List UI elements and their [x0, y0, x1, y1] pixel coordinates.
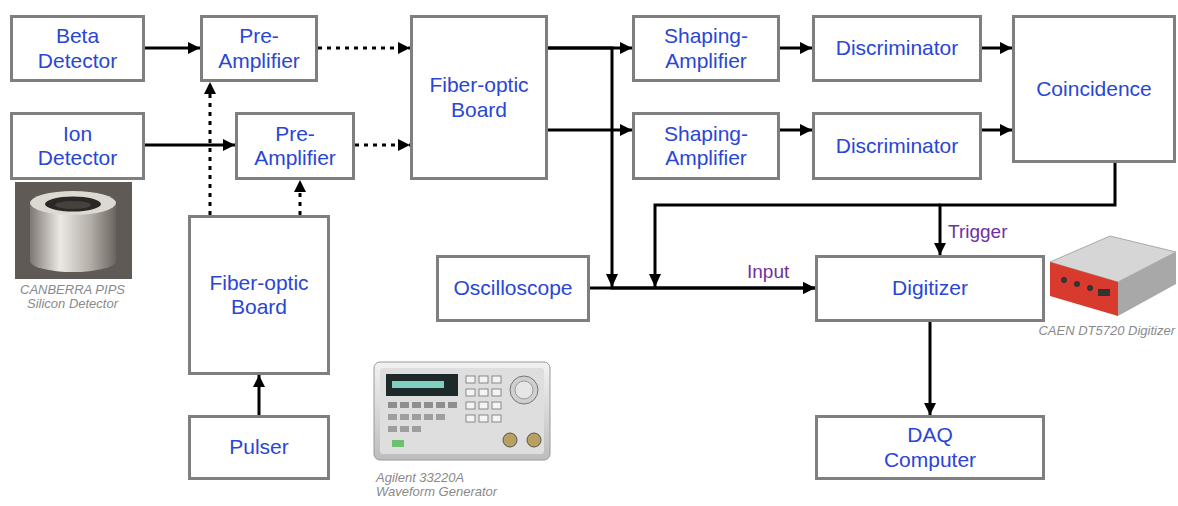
connector-line: [929, 322, 932, 415]
signal-connector: [780, 48, 812, 49]
process-box: Shaping- Amplifier: [632, 112, 780, 180]
process-box: Fiber-optic Board: [410, 15, 548, 180]
process-box: Oscilloscope: [436, 255, 590, 322]
signal-connector: [259, 375, 260, 415]
waveform-generator-photo: [374, 362, 550, 460]
signal-connector: [780, 130, 812, 131]
signal-label: Trigger: [946, 222, 1009, 242]
connector-line: [145, 47, 200, 50]
signal-connector: [145, 48, 200, 49]
box-text-group: Shaping- Amplifier: [646, 24, 766, 72]
box-text-group: Pulser: [229, 435, 289, 459]
box-text-group: DAQ Computer: [870, 423, 990, 471]
photo-caption: CANBERRA PIPS Silicon Detector: [10, 283, 135, 311]
box-text-group: Fiber-optic Board: [199, 271, 319, 319]
box-label: Pre- Amplifier: [209, 24, 309, 72]
process-box: Pulser: [188, 415, 330, 480]
box-label: Shaping- Amplifier: [646, 122, 766, 170]
connector-line: [548, 48, 815, 288]
process-box: Ion Detector: [10, 112, 145, 180]
connector-line: [209, 82, 212, 215]
box-label: Discriminator: [836, 134, 959, 158]
photo-caption: Agilent 33220A Waveform Generator: [376, 471, 506, 499]
signal-connector: [548, 48, 815, 288]
process-box: Discriminator: [812, 112, 982, 180]
connector-line: [590, 287, 815, 290]
merge-arrowhead: [606, 274, 618, 287]
box-text-group: Coincidence: [1036, 77, 1152, 101]
box-text-group: Fiber-optic Board: [419, 73, 539, 121]
signal-connector: [590, 288, 815, 289]
signal-connector: [548, 130, 632, 131]
box-text-group: Shaping- Amplifier: [646, 122, 766, 170]
connector-line: [258, 375, 261, 415]
process-box: Fiber-optic Board: [188, 215, 330, 375]
photo-caption: CAEN DT5720 Digitizer: [1038, 324, 1175, 338]
connector-line: [780, 47, 812, 50]
box-label: Discriminator: [836, 36, 959, 60]
box-label: Oscilloscope: [453, 276, 572, 300]
connector-line: [355, 144, 410, 147]
box-label: Pulser: [229, 435, 289, 459]
signal-connector: [145, 145, 235, 146]
box-text-group: Oscilloscope: [453, 276, 572, 300]
connector-line: [982, 47, 1012, 50]
box-text-group: Ion Detector: [28, 122, 128, 170]
connector-line: [318, 47, 410, 50]
process-box: Pre- Amplifier: [235, 112, 355, 180]
process-box: Pre- Amplifier: [200, 15, 318, 82]
process-box: Beta Detector: [10, 15, 145, 82]
process-box: DAQ Computer: [815, 415, 1045, 480]
signal-connector: [210, 82, 211, 215]
process-box: Coincidence: [1012, 15, 1176, 163]
box-label: Shaping- Amplifier: [646, 24, 766, 72]
signal-connector: [318, 48, 410, 49]
connector-line: [299, 180, 302, 215]
signal-connector: [355, 145, 410, 146]
box-text-group: Pre- Amplifier: [245, 122, 345, 170]
connector-line: [548, 129, 632, 132]
process-box: Shaping- Amplifier: [632, 15, 780, 82]
signal-label: Input: [745, 262, 791, 282]
box-text-group: Beta Detector: [28, 24, 128, 72]
merge-arrowhead: [649, 274, 661, 287]
signal-connector: [982, 130, 1012, 131]
box-text-group: Discriminator: [836, 36, 959, 60]
process-box: Digitizer: [815, 255, 1045, 322]
box-label: DAQ Computer: [870, 423, 990, 471]
box-label: Fiber-optic Board: [419, 73, 539, 121]
box-label: Fiber-optic Board: [199, 271, 319, 319]
box-label: Digitizer: [892, 276, 968, 300]
box-label: Ion Detector: [28, 122, 128, 170]
box-label: Beta Detector: [28, 24, 128, 72]
signal-connector: [982, 48, 1012, 49]
box-text-group: Pre- Amplifier: [209, 24, 309, 72]
signal-connector: [300, 180, 301, 215]
box-label: Coincidence: [1036, 77, 1152, 101]
process-box: Discriminator: [812, 15, 982, 82]
connector-line: [982, 129, 1012, 132]
box-text-group: Discriminator: [836, 134, 959, 158]
signal-connector: [930, 322, 931, 415]
digitizer-photo: [1050, 236, 1176, 316]
box-text-group: Digitizer: [892, 276, 968, 300]
connector-line: [780, 129, 812, 132]
box-label: Pre- Amplifier: [245, 122, 345, 170]
silicon-detector-photo: [15, 182, 132, 279]
connector-line: [145, 144, 235, 147]
